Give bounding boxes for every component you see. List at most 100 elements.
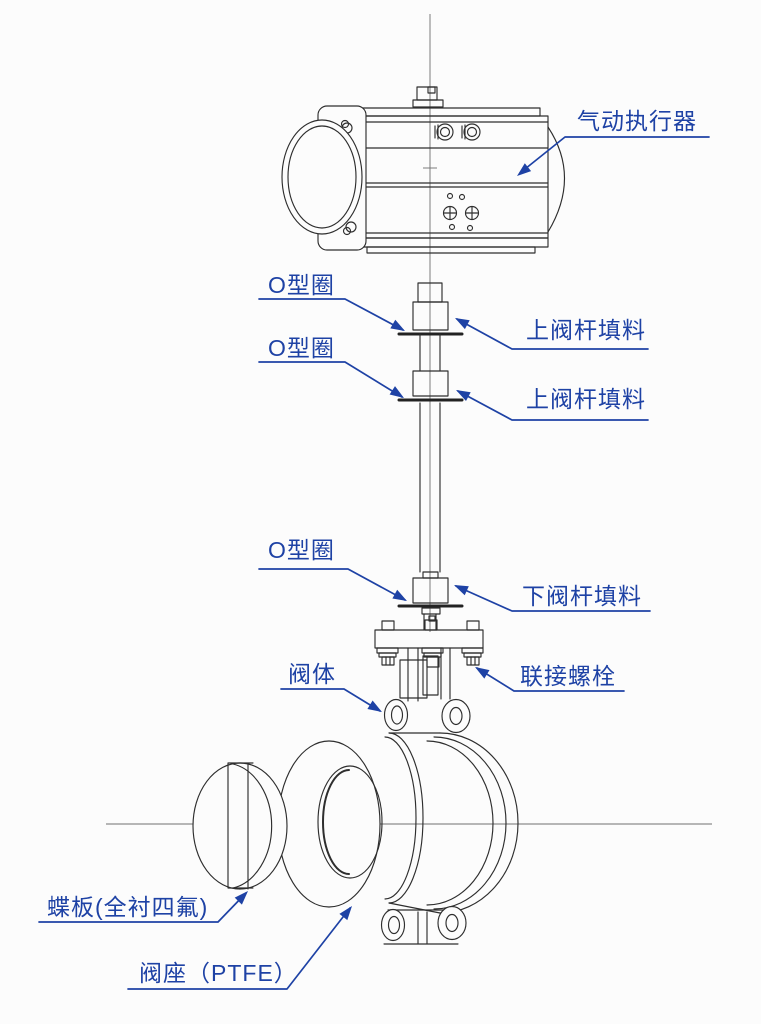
neck-block (399, 659, 428, 699)
bolt-head (466, 620, 480, 631)
actuator-body-bands (357, 121, 549, 234)
bottom-boss-hole (387, 915, 401, 935)
label-o-ring-1: O型圈 (268, 272, 335, 298)
label-upper-stem-packing-2: 上阀杆填料 (526, 386, 646, 412)
centerlines (106, 14, 712, 825)
label-lower-stem-packing: 下阀杆填料 (522, 583, 642, 609)
callout-o-ring-1: O型圈 (258, 272, 405, 331)
leader-arrow-icon (475, 667, 490, 679)
actuator-end-cap-inner (287, 125, 357, 229)
bottom-ear-hole (445, 913, 459, 933)
label-seat: 阀座（PTFE） (139, 960, 298, 986)
leader-arrow-icon (234, 891, 248, 905)
valve-body-drawing (380, 698, 519, 945)
connecting-bolts (376, 647, 484, 668)
flange-plate (374, 629, 484, 649)
bottom-boss (380, 908, 406, 942)
actuator-bottom-step (366, 246, 536, 254)
callout-upper-stem-packing-2: 上阀杆填料 (456, 386, 649, 421)
actuator-screws (442, 192, 480, 232)
leader-line (455, 585, 651, 612)
neck-columns (407, 647, 451, 702)
disc-edge (232, 763, 273, 889)
leader-arrow-icon (454, 585, 469, 596)
plate-bolt (345, 221, 357, 233)
mounting-flange-drawing (374, 615, 484, 702)
disc-stem-boss (227, 762, 254, 890)
bolt-head (381, 620, 395, 631)
leader-line (258, 568, 406, 601)
leader-line (456, 318, 649, 350)
leader-arrow-icon (392, 589, 407, 601)
leader-arrow-icon (455, 318, 470, 330)
callout-valve-body: 阀体 (280, 661, 382, 712)
top-ear-hole (449, 706, 463, 726)
leader-line (519, 136, 710, 174)
label-disc: 蝶板(全衬四氟) (47, 894, 208, 920)
label-o-ring-2: O型圈 (268, 335, 335, 361)
top-fitting-base (412, 99, 444, 108)
stem-tube-upper (419, 333, 441, 372)
leader-line (280, 688, 381, 712)
label-actuator: 气动执行器 (577, 108, 697, 134)
leader-line (127, 907, 351, 990)
body-barrel-rim (388, 732, 424, 904)
callout-seat: 阀座（PTFE） (127, 906, 352, 990)
stem-step-2 (421, 607, 441, 615)
label-o-ring-3: O型圈 (268, 537, 335, 563)
body-flange-outer (439, 732, 519, 914)
callout-connecting-bolt: 联接螺栓 (475, 663, 625, 692)
leader-line (476, 667, 625, 692)
stem-shaft (419, 402, 441, 573)
leader-arrow-icon (517, 163, 532, 176)
disc-face (192, 762, 288, 890)
callouts: 气动执行器 O型圈 上阀杆填料 O型圈 上阀杆填料 O型圈 (38, 108, 710, 990)
stem-nut-tab (428, 615, 436, 622)
label-valve-body: 阀体 (288, 661, 336, 687)
callout-o-ring-2: O型圈 (258, 335, 404, 398)
bottom-bracket (383, 909, 459, 945)
callout-upper-stem-packing-1: 上阀杆填料 (455, 317, 649, 350)
leader-line (258, 298, 404, 331)
body-barrel-rim-inner (384, 736, 417, 900)
seat-ring-drawing (277, 740, 383, 908)
callout-lower-stem-packing: 下阀杆填料 (454, 583, 651, 612)
leader-line (38, 892, 247, 923)
seat-bore (317, 765, 383, 879)
stem-lower-end (423, 613, 437, 631)
label-upper-stem-packing-1: 上阀杆填料 (526, 317, 646, 343)
upper-packing-1 (412, 301, 449, 331)
cap-bolt (340, 119, 350, 129)
air-port-plugs (434, 123, 481, 141)
lower-packing (412, 577, 449, 604)
butterfly-disc-drawing (192, 762, 288, 890)
pneumatic-actuator-drawing (281, 86, 565, 254)
valve-stem-drawing (397, 282, 464, 631)
leader-line (457, 390, 649, 421)
actuator-end-cap (281, 119, 363, 235)
bottom-ear-lug (437, 905, 467, 941)
leader-arrow-icon (456, 390, 471, 401)
neck-block (422, 655, 439, 696)
leader-arrow-icon (390, 319, 405, 331)
top-boss (383, 698, 409, 732)
callout-disc: 蝶板(全衬四氟) (38, 891, 248, 923)
top-boss-hole (390, 705, 404, 725)
leader-arrow-icon (367, 700, 382, 712)
body-flange-inner (426, 740, 494, 906)
upper-packing-2 (412, 370, 449, 397)
callout-actuator: 气动执行器 (517, 108, 710, 176)
actuator-right-cap (547, 126, 565, 233)
callout-o-ring-3: O型圈 (258, 537, 407, 601)
seat-outer (277, 740, 381, 908)
actuator-bottom-plate (354, 237, 549, 248)
body-silhouette (388, 732, 441, 914)
actuator-top-plate (341, 107, 541, 117)
body-flange-mid (433, 736, 507, 910)
seat-bore-back-edge (322, 769, 350, 875)
leader-arrow-icon (339, 906, 352, 921)
top-ear-lug (441, 698, 471, 734)
top-fitting-detail (427, 86, 436, 94)
